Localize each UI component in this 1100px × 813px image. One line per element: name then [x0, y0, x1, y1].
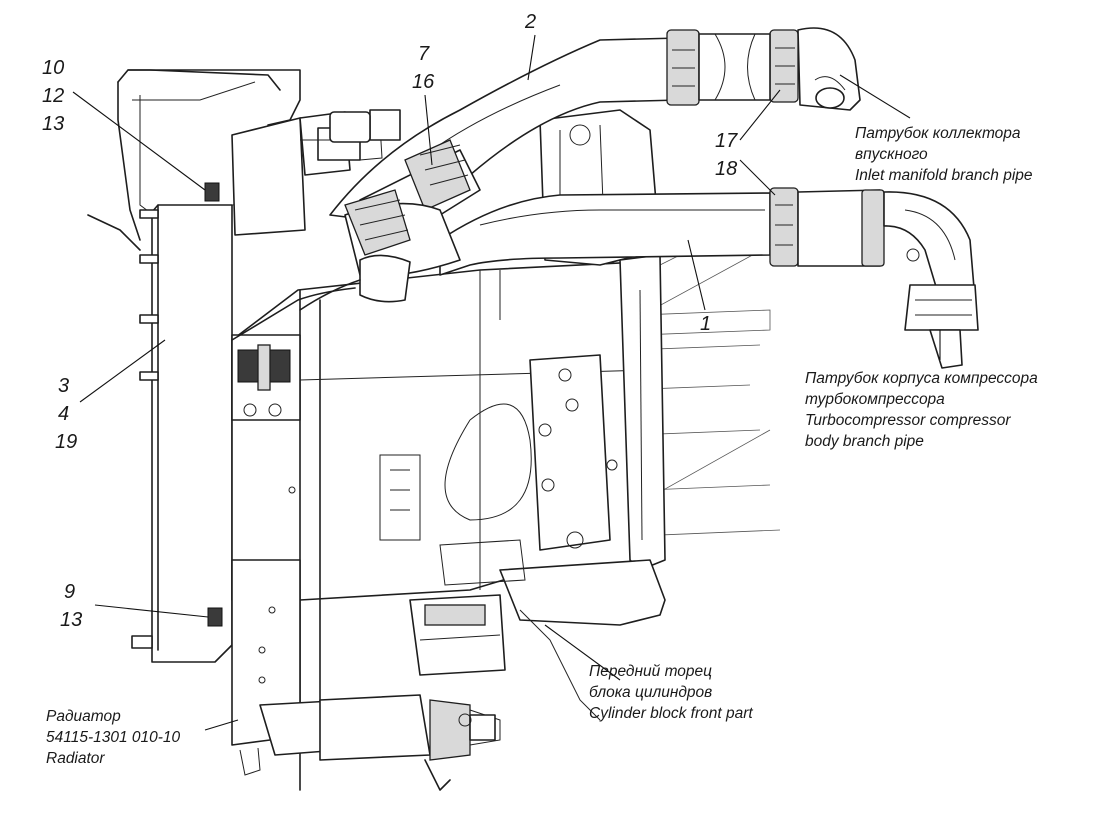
callout-9: 9 — [64, 581, 75, 603]
caption-block-line3: Cylinder block front part — [589, 705, 753, 722]
caption-compressor-line3: Turbocompressor compressor — [805, 412, 1011, 429]
caption-manifold-line3: Inlet manifold branch pipe — [855, 167, 1033, 184]
callout-13-top: 13 — [42, 113, 64, 135]
callout-labels: 10 12 13 7 16 2 17 18 1 3 4 19 9 13 — [42, 11, 738, 631]
callout-18: 18 — [715, 158, 737, 180]
callout-16: 16 — [412, 71, 435, 93]
callout-7: 7 — [418, 43, 430, 65]
caption-inlet-manifold: Патрубок коллектора впускного Inlet mani… — [855, 125, 1033, 184]
pipe-1-compressor — [439, 187, 979, 369]
callout-12: 12 — [42, 85, 64, 107]
caption-manifold-line1: Патрубок коллектора — [855, 125, 1021, 142]
caption-manifold-line2: впускного — [855, 146, 928, 163]
hose-assembly-7-16 — [231, 139, 481, 341]
caption-radiator: Радиатор 54115-1301 010-10 Radiator — [46, 708, 181, 767]
caption-compressor-line1: Патрубок корпуса компрессора — [805, 370, 1038, 387]
callout-1: 1 — [700, 313, 711, 335]
caption-cylinder-block: Передний торец блока цилиндров Cylinder … — [589, 663, 753, 722]
callout-3: 3 — [58, 375, 69, 397]
leader-lines — [72, 34, 941, 731]
caption-radiator-line3: Radiator — [46, 750, 105, 767]
callout-17: 17 — [715, 130, 738, 152]
callout-4: 4 — [58, 403, 69, 425]
caption-compressor-line2: турбокомпрессора — [805, 391, 945, 408]
caption-block-line1: Передний торец — [589, 663, 712, 680]
callout-2: 2 — [524, 11, 536, 33]
callout-10: 10 — [42, 57, 64, 79]
caption-compressor: Патрубок корпуса компрессора турбокомпре… — [805, 370, 1038, 450]
callout-13-bottom: 13 — [60, 609, 82, 631]
caption-radiator-line1: Радиатор — [46, 708, 121, 725]
engine-block — [231, 109, 666, 791]
lower-cradle — [231, 334, 501, 791]
caption-block-line2: блока цилиндров — [589, 684, 712, 701]
upper-left-fittings — [300, 109, 401, 143]
caption-compressor-line4: body branch pipe — [805, 433, 924, 450]
caption-radiator-line2: 54115-1301 010-10 — [46, 729, 181, 746]
radiator — [131, 182, 301, 663]
lower-engine-assembly — [379, 454, 526, 676]
callout-19: 19 — [55, 431, 77, 453]
